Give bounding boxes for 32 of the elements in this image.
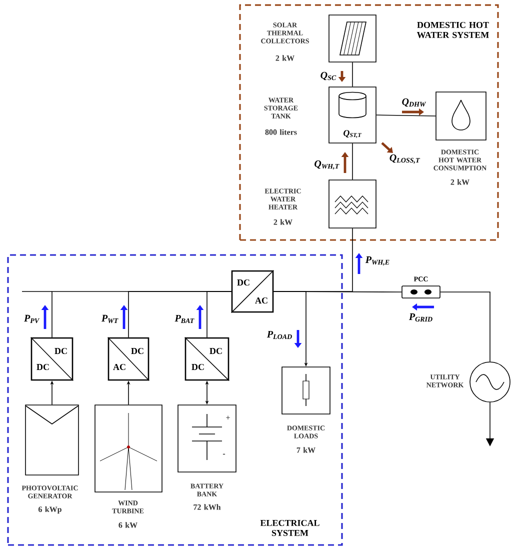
flow-label: P$_{GRID}$ bbox=[408, 313, 432, 322]
flow-label: Q$_{SC}$ bbox=[320, 72, 336, 80]
component-label: 2 kW bbox=[450, 179, 470, 185]
storage-tank-box: Q$_{ST,T}$ bbox=[328, 86, 376, 144]
connector bbox=[440, 292, 490, 362]
system-title: DOMESTIC HOT WATER SYSTEM bbox=[416, 22, 489, 38]
component-label: 6 kWp bbox=[38, 506, 62, 514]
component-label: 800 liters bbox=[265, 129, 297, 135]
component-label: 6 kW bbox=[118, 522, 138, 528]
component-label: 7 kW bbox=[296, 447, 316, 453]
flow-label: P$_{WT}$ bbox=[102, 314, 118, 324]
component-label: 72 kWh bbox=[194, 504, 221, 510]
converter-box: DC AC bbox=[230, 270, 274, 314]
flow-label: P$_{PV}$ bbox=[24, 314, 40, 324]
converter-box: DC AC bbox=[107, 336, 150, 382]
connector bbox=[352, 62, 353, 87]
flow-label: P$_{WH,E}$ bbox=[365, 256, 390, 266]
connector bbox=[352, 143, 353, 180]
flow-label: Q$_{WH,T}$ bbox=[314, 160, 340, 170]
flow-label: P$_{BAT}$ bbox=[174, 314, 194, 324]
connector bbox=[273, 291, 402, 292]
component-label: 2 kW bbox=[274, 219, 292, 225]
system-title: ELECTRICAL SYSTEM bbox=[260, 520, 320, 536]
component-label: 2 kW bbox=[276, 55, 294, 61]
flow-label: Q$_{DHW}$ bbox=[402, 98, 426, 107]
connector bbox=[206, 291, 232, 338]
polarity-sign: + bbox=[226, 416, 230, 420]
flow-label: Q$_{LOSS,T}$ bbox=[390, 154, 420, 164]
converter-box: DC DC bbox=[30, 336, 74, 382]
flow-label: P$_{LOAD}$ bbox=[266, 330, 292, 340]
converter-box: DC DC bbox=[184, 336, 230, 382]
connector bbox=[376, 114, 436, 116]
